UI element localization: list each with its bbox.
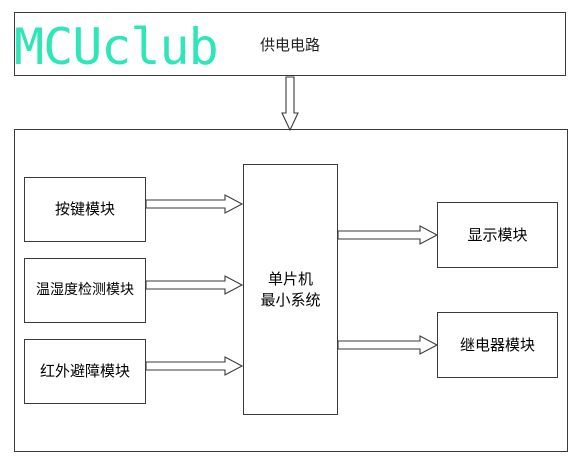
power-supply-label: 供电电路 <box>260 36 321 54</box>
input-module-temp-humidity-label: 温湿度检测模块 <box>36 282 134 299</box>
input-module-ir-obstacle-label: 红外避障模块 <box>39 362 130 381</box>
watermark-logo: MCUclub <box>14 18 219 76</box>
arrow-keys-to-mcu <box>145 194 244 214</box>
arrow-power-to-system <box>281 76 299 132</box>
arrow-mcu-to-relay <box>337 335 439 355</box>
arrow-temp-to-mcu <box>145 275 244 295</box>
input-module-keys-label: 按键模块 <box>54 200 115 219</box>
arrow-mcu-to-display <box>337 225 439 245</box>
output-module-display: 显示模块 <box>437 202 558 268</box>
output-module-relay: 继电器模块 <box>437 312 558 378</box>
output-module-relay-label: 继电器模块 <box>459 335 535 354</box>
input-module-keys: 按键模块 <box>24 177 146 242</box>
input-module-temp-humidity: 温湿度检测模块 <box>24 258 146 323</box>
mcu-label-line1: 单片机 <box>267 270 313 289</box>
arrow-ir-to-mcu <box>145 356 244 376</box>
input-module-ir-obstacle: 红外避障模块 <box>24 339 146 404</box>
power-supply-box <box>14 12 566 76</box>
output-module-display-label: 显示模块 <box>467 225 528 244</box>
mcu-box: 单片机 最小系统 <box>243 164 338 415</box>
mcu-label-line2: 最小系统 <box>260 290 321 309</box>
